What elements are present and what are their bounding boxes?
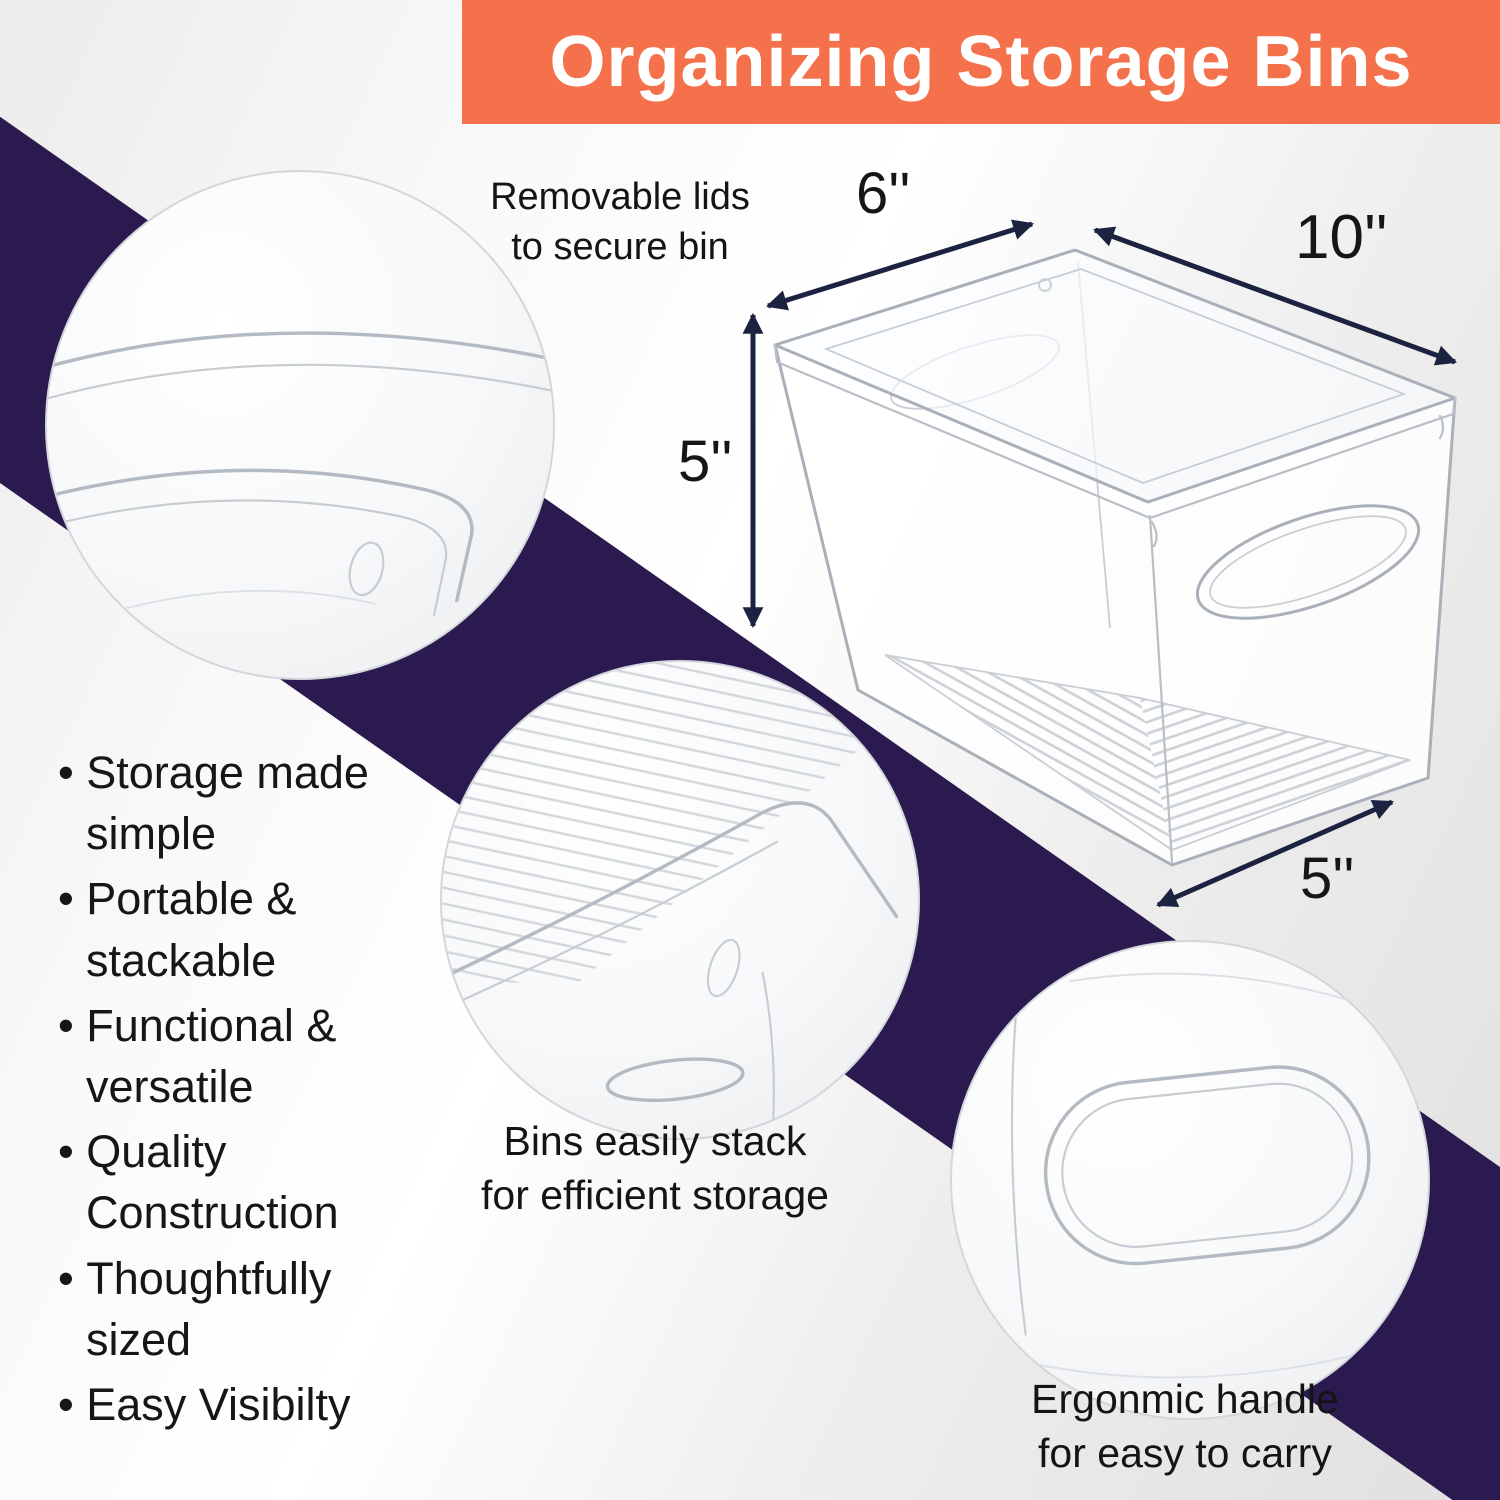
lid-closeup-art — [47, 331, 553, 617]
handle-closeup-art — [990, 960, 1395, 1379]
handle-caption: Ergonmic handle for easy to carry — [935, 1372, 1435, 1480]
dimension-label-top-edge: 6'' — [856, 161, 911, 226]
lid-caption: Removable lids to secure bin — [440, 172, 800, 272]
stack-caption-line2: for efficient storage — [481, 1172, 829, 1219]
handle-caption-line1: Ergonmic handle — [1031, 1376, 1339, 1422]
callout-handle-photo — [950, 940, 1430, 1420]
feature-item: Easy Visibilty — [42, 1374, 404, 1435]
feature-item: Storage made simple — [42, 742, 404, 864]
callout-lid-photo — [45, 170, 555, 680]
storage-bin-illustration — [742, 219, 1457, 908]
lid-caption-line1: Removable lids — [490, 176, 750, 218]
feature-item: Portable & stackable — [42, 868, 404, 990]
feature-list: Storage made simple Portable & stackable… — [42, 742, 404, 1439]
dimension-label-height: 5'' — [678, 429, 733, 494]
feature-item: Quality Construction — [42, 1121, 404, 1243]
feature-item: Thoughtfully sized — [42, 1248, 404, 1370]
stack-closeup-art — [442, 662, 918, 1138]
handle-caption-line2: for easy to carry — [1038, 1430, 1332, 1477]
stack-caption: Bins easily stack for efficient storage — [405, 1114, 905, 1222]
dimension-label-bottom-edge: 5'' — [1300, 846, 1355, 911]
callout-stack-photo — [440, 660, 920, 1140]
lid-caption-line2: to secure bin — [511, 226, 729, 269]
header-banner: Organizing Storage Bins — [462, 0, 1500, 124]
stack-caption-line1: Bins easily stack — [503, 1118, 807, 1164]
page-title: Organizing Storage Bins — [549, 22, 1413, 102]
feature-item: Functional & versatile — [42, 995, 404, 1117]
dimension-label-long-edge: 10'' — [1295, 203, 1388, 272]
